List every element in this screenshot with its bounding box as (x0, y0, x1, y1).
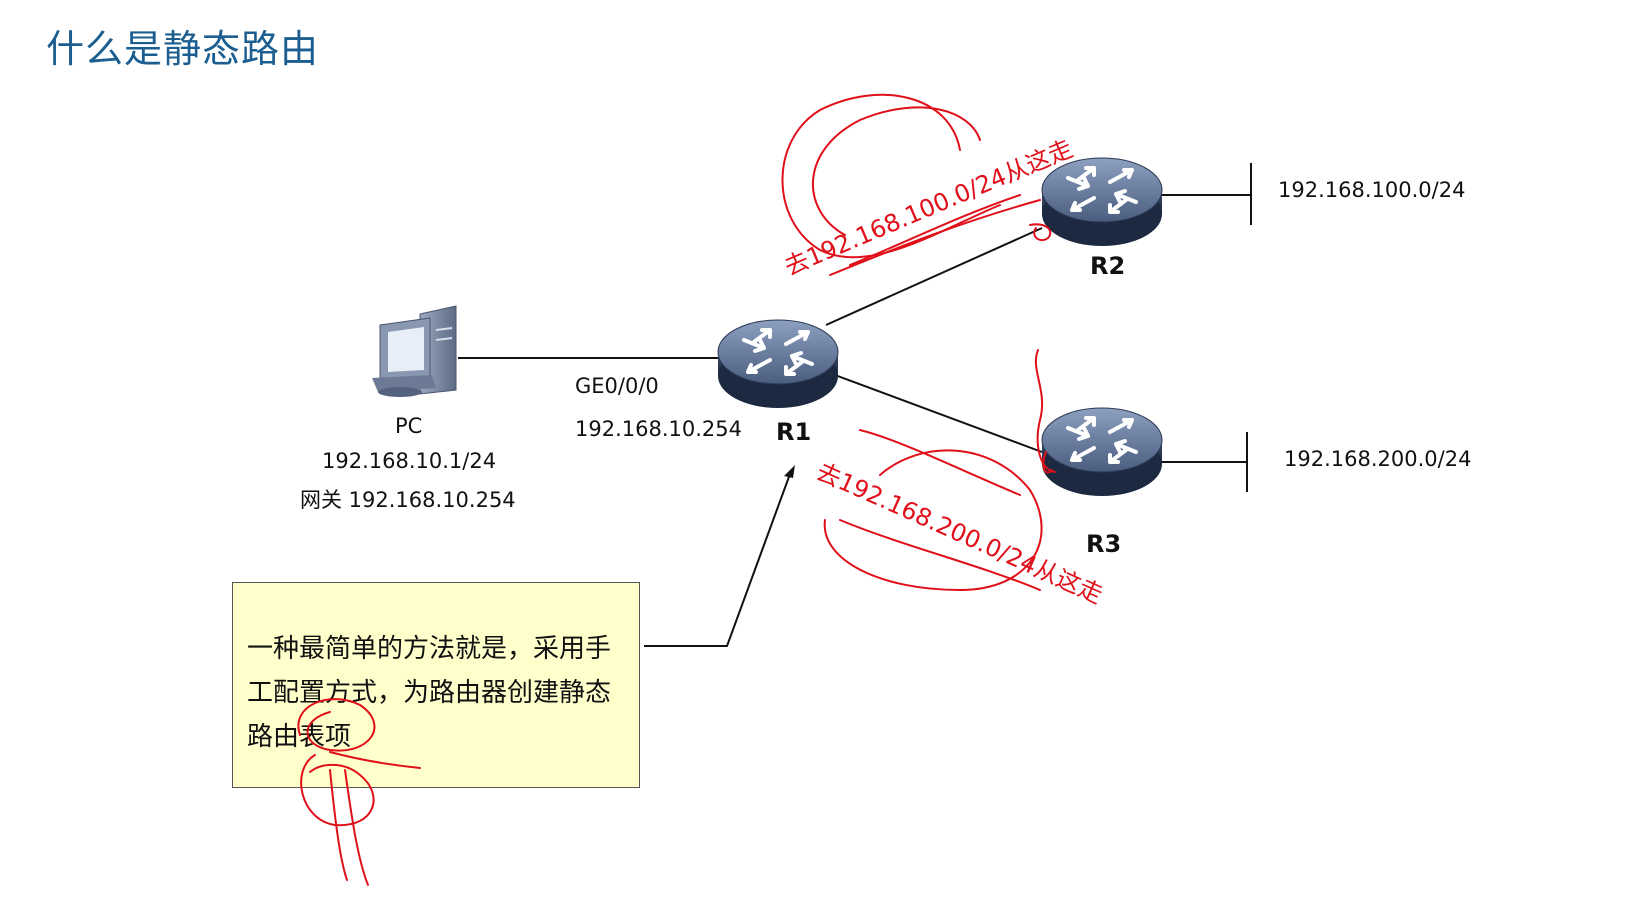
callout-pointer (644, 473, 791, 647)
router-r2-icon (1041, 157, 1163, 246)
r1-ip-label: 192.168.10.254 (575, 417, 742, 441)
link-r1-r3 (834, 374, 1043, 453)
router-r3-icon (1041, 407, 1163, 496)
r1-name-label: R1 (776, 418, 812, 446)
r2-name-label: R2 (1090, 252, 1126, 280)
r2-network-label: 192.168.100.0/24 (1278, 178, 1466, 202)
callout-pointer-arrowhead (784, 465, 795, 478)
pc-gateway-label: 网关 192.168.10.254 (300, 488, 516, 512)
r3-name-label: R3 (1086, 530, 1122, 558)
pc-icon (372, 305, 457, 397)
pc-ip-label: 192.168.10.1/24 (322, 449, 497, 473)
router-r1-icon (717, 319, 839, 408)
pc-name-label: PC (395, 414, 423, 438)
callout-box: 一种最简单的方法就是，采用手工配置方式，为路由器创建静态路由表项 (232, 582, 640, 788)
page-title: 什么是静态路由 (46, 27, 320, 71)
r3-network-label: 192.168.200.0/24 (1284, 447, 1472, 471)
r1-interface-label: GE0/0/0 (575, 374, 659, 398)
